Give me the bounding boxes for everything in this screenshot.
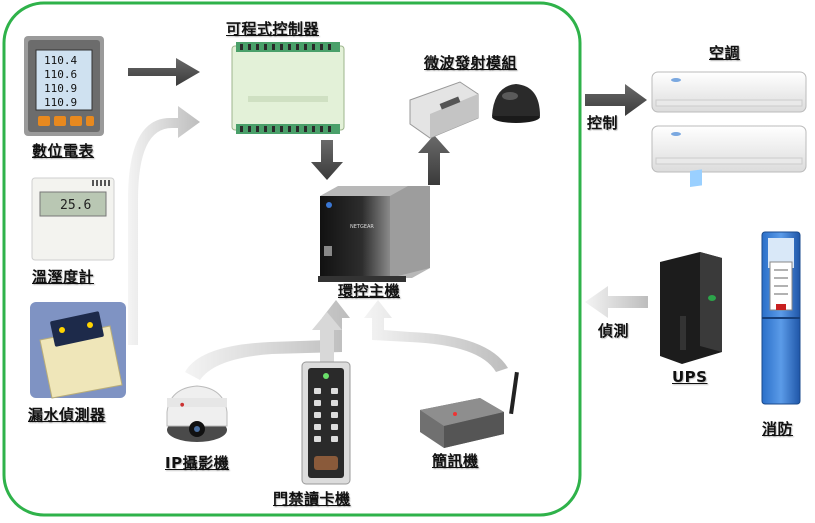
fire-panel-device	[761, 231, 801, 405]
aircon-unit-1	[651, 71, 807, 113]
arrow-host-to-microwave	[418, 135, 450, 185]
thermo-hygrometer-device: 25.6	[31, 177, 115, 261]
meter-reading-3: 110.9	[44, 82, 77, 95]
node-label-leak: 漏水偵測器	[28, 406, 106, 424]
microwave-transmitter-device	[409, 81, 479, 139]
node-label-ip-camera: IP攝影機	[165, 454, 230, 472]
node-label-thermo: 溫溼度計	[32, 268, 95, 286]
meter-reading-2: 110.6	[44, 68, 77, 81]
node-label-power-meter: 數位電表	[32, 142, 95, 160]
aircon-unit-2	[651, 125, 807, 173]
node-label-plc: 可程式控制器	[226, 20, 320, 38]
node-label-host: 環控主機	[338, 282, 401, 300]
sms-modem-device	[420, 371, 519, 448]
thermo-reading: 25.6	[60, 198, 91, 213]
leak-detector-device	[30, 302, 126, 399]
ups-device	[660, 169, 722, 364]
meter-reading-4: 110.9	[44, 96, 77, 109]
arrow-detect-from-ups	[585, 286, 648, 318]
arrows-devices-to-host	[185, 300, 508, 380]
host-brand: NETGEAR	[350, 224, 374, 230]
camera-brand-mark: ●	[180, 402, 185, 408]
power-meter-device: 110.4 110.6 110.9 110.9	[24, 36, 104, 136]
arrow-control-to-aircon	[585, 84, 647, 116]
node-label-aircon: 空調	[709, 44, 741, 62]
arrow-plc-to-host	[311, 140, 343, 180]
node-label-ups: UPS	[672, 368, 708, 386]
node-label-sms: 簡訊機	[432, 452, 479, 470]
host-device: NETGEAR	[318, 186, 430, 282]
arrow-meter-to-plc	[128, 58, 200, 86]
plc-device	[231, 42, 345, 134]
ip-camera-device: ●	[166, 385, 228, 442]
card-reader-device	[301, 361, 351, 485]
node-label-fire: 消防	[762, 420, 794, 438]
node-label-card-reader: 門禁讀卡機	[273, 490, 351, 508]
arrow-sensors-to-plc	[128, 106, 200, 345]
system-boundary	[2, 1, 582, 517]
edge-label-detect: 偵測	[598, 322, 630, 340]
meter-reading-1: 110.4	[44, 54, 77, 67]
edge-label-control: 控制	[587, 114, 619, 132]
node-label-microwave: 微波發射模組	[424, 54, 518, 72]
microwave-dome-sensor	[492, 84, 540, 123]
